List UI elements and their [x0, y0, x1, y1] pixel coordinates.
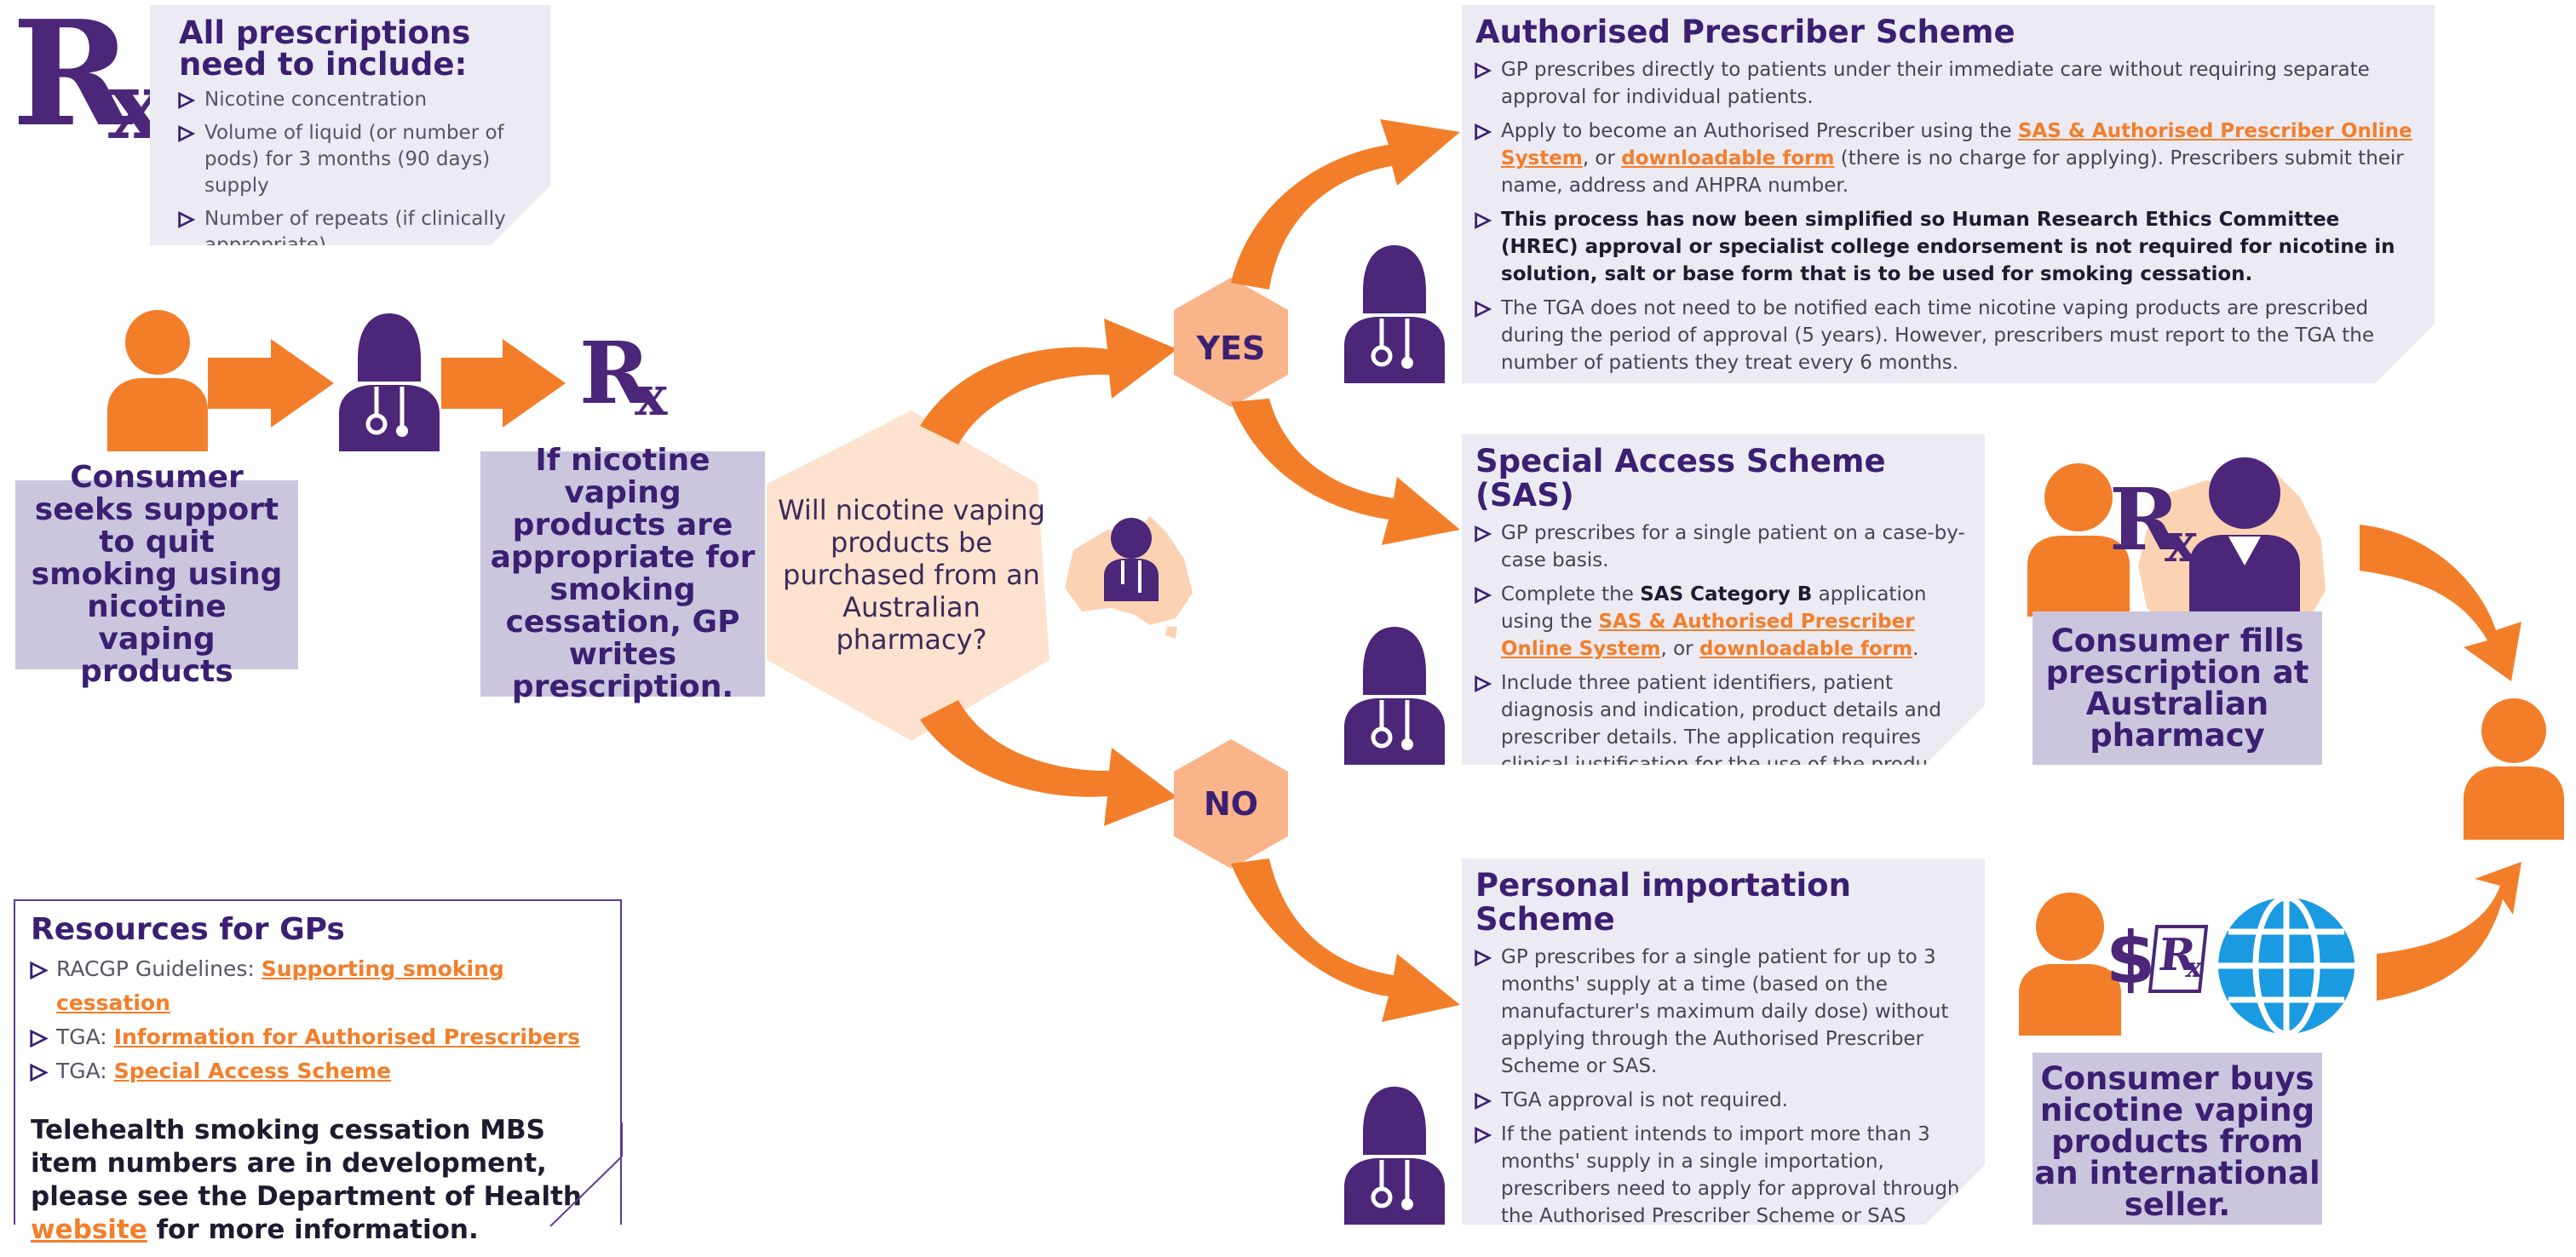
resources-list: RACGP Guidelines: Supporting smoking ces…	[31, 952, 605, 1088]
note-text: Telehealth smoking cessation MBS item nu…	[31, 1115, 582, 1212]
authorised-prescriber-scheme-panel: Authorised Prescriber Scheme GP prescrib…	[1462, 5, 2435, 383]
pharmacy-illustration	[2027, 446, 2334, 671]
telehealth-note: Telehealth smoking cessation MBS item nu…	[31, 1114, 605, 1247]
arrow-to-pis	[1231, 858, 1460, 1022]
resources-title: Resources for GPs	[31, 912, 345, 947]
doctor-icon	[1344, 240, 1445, 383]
item-text: Apply to become an Authorised Prescriber…	[1501, 120, 2018, 142]
list-item: RACGP Guidelines: Supporting smoking ces…	[31, 952, 605, 1020]
list-item: GP prescribes for a single patient for u…	[1475, 944, 1971, 1080]
downloadable-form-link[interactable]: downloadable form	[1621, 147, 1835, 169]
arrow-international-to-consumer	[2377, 862, 2521, 1001]
list-item: The TGA does not need to be notified eac…	[1475, 295, 2421, 376]
yes-label: YES	[1196, 330, 1266, 367]
item-text: application using the	[1501, 583, 1927, 633]
item-text: (there is no charge for applying). Presc…	[1501, 147, 2404, 197]
note-text: for more information.	[147, 1214, 479, 1245]
department-of-health-website-link[interactable]: website	[31, 1214, 147, 1245]
list-item: This process has now been simplified so …	[1475, 206, 2421, 288]
question-text: Will nicotine vaping products be purchas…	[777, 494, 1046, 656]
item-bold-text: SAS Category B	[1640, 583, 1813, 606]
list-item: If the patient intends to import more th…	[1475, 1121, 1971, 1257]
consumer-fills-prescription-box: Consumer fills prescription at Australia…	[2033, 611, 2322, 765]
aps-list: GP prescribes directly to patients under…	[1475, 56, 2421, 376]
corner-fold	[549, 1122, 623, 1226]
no-hexagon	[1174, 739, 1288, 869]
consumer-icon	[2027, 463, 2130, 617]
requirements-title: All prescriptions need to include:	[179, 14, 471, 83]
prescription-card-icon: Rx	[2148, 925, 2209, 993]
downloadable-form-link[interactable]: downloadable form	[1699, 638, 1913, 660]
arrow-to-aps	[1231, 119, 1460, 290]
pis-title: Personal importation Scheme	[1475, 867, 1851, 938]
sas-title: Special Access Scheme (SAS)	[1475, 443, 1886, 514]
item-text: providing the prescription.	[1573, 1232, 1839, 1254]
list-item: TGA approval is not required.	[1475, 1087, 1971, 1114]
item-text: .	[1912, 638, 1919, 660]
arrow-consumer-to-gp	[208, 339, 334, 428]
question-hexagon	[767, 410, 1049, 741]
doctor-icon	[1344, 1082, 1445, 1225]
no-label: NO	[1203, 785, 1259, 823]
dollar-icon: $	[2106, 916, 2156, 1000]
item-bold-text: before	[1501, 1232, 1573, 1254]
list-item: TGA: Special Access Scheme	[31, 1054, 605, 1088]
consumer-icon	[2464, 697, 2564, 840]
arrow-to-yes	[920, 319, 1177, 445]
list-item: GP prescribes directly to patients under…	[1475, 56, 2421, 111]
doctor-icon	[339, 308, 440, 451]
list-item: Nicotine concentration	[179, 87, 535, 113]
tga-authorised-prescribers-link[interactable]: Information for Authorised Prescribers	[113, 1025, 581, 1049]
list-item: TGA: Information for Authorised Prescrib…	[31, 1020, 605, 1054]
pharmacist-icon	[2189, 457, 2300, 617]
item-text: TGA:	[56, 1059, 114, 1083]
requirements-list: Nicotine concentration Volume of liquid …	[179, 87, 535, 259]
racgp-guidelines-link[interactable]: Supporting smoking cessation	[56, 956, 504, 1015]
gp-writes-prescription-box: If nicotine vaping products are appropri…	[480, 445, 765, 703]
item-text: Complete the	[1501, 583, 1641, 606]
resources-box: Resources for GPs RACGP Guidelines: Supp…	[14, 899, 623, 1245]
arrow-gp-to-rx	[441, 339, 566, 428]
list-item: Apply to become an Authorised Prescriber…	[1475, 118, 2421, 199]
doctor-icon	[1344, 622, 1445, 765]
sas-list: GP prescribes for a single patient on a …	[1475, 519, 1971, 778]
flow-arrows	[208, 119, 2521, 1022]
arrow-to-no	[920, 700, 1177, 826]
pis-list: GP prescribes for a single patient for u…	[1475, 944, 1971, 1257]
rx-large-icon: Rx	[12, 0, 164, 160]
globe-icon	[2215, 894, 2358, 1041]
list-item: Volume of liquid (or number of pods) for…	[179, 120, 535, 199]
rx-icon: Rx	[579, 323, 668, 428]
rx-icon: Rx	[2109, 469, 2198, 575]
item-text: TGA:	[56, 1025, 114, 1049]
consumer-buys-internationally-box: Consumer buys nicotine vaping products f…	[2033, 1053, 2322, 1225]
list-item: Complete the SAS Category B application …	[1475, 581, 1971, 663]
item-text: RACGP Guidelines:	[56, 956, 262, 981]
consumer-icon	[2019, 893, 2121, 1036]
list-item: GP prescribes for a single patient on a …	[1475, 519, 1971, 574]
consumer-icon	[107, 308, 208, 451]
aps-title: Authorised Prescriber Scheme	[1475, 14, 2015, 50]
item-text: , or	[1582, 147, 1622, 169]
sas-online-system-link[interactable]: SAS & Authorised Prescriber Online Syste…	[1501, 611, 1915, 660]
sas-online-system-link[interactable]: SAS & Authorised Prescriber Online Syste…	[1501, 120, 2412, 169]
yes-hexagon	[1174, 278, 1288, 407]
tga-special-access-scheme-link[interactable]: Special Access Scheme	[113, 1059, 392, 1083]
special-access-scheme-panel: Special Access Scheme (SAS) GP prescribe…	[1462, 434, 1985, 765]
international-purchase-illustration	[2019, 891, 2121, 1039]
item-text: If the patient intends to import more th…	[1501, 1123, 1960, 1227]
item-text: , or	[1660, 638, 1699, 660]
arrow-pharmacy-to-consumer	[2360, 525, 2521, 681]
australia-doctor-icon	[1056, 499, 1201, 647]
list-item: Include three patient identifiers, patie…	[1475, 669, 1971, 778]
consumer-seeks-support-box: Consumer seeks support to quit smoking u…	[15, 462, 298, 688]
requirements-box: All prescriptions need to include: Nicot…	[150, 5, 550, 245]
personal-importation-scheme-panel: Personal importation Scheme GP prescribe…	[1462, 858, 1985, 1225]
arrow-to-sas	[1231, 399, 1460, 545]
